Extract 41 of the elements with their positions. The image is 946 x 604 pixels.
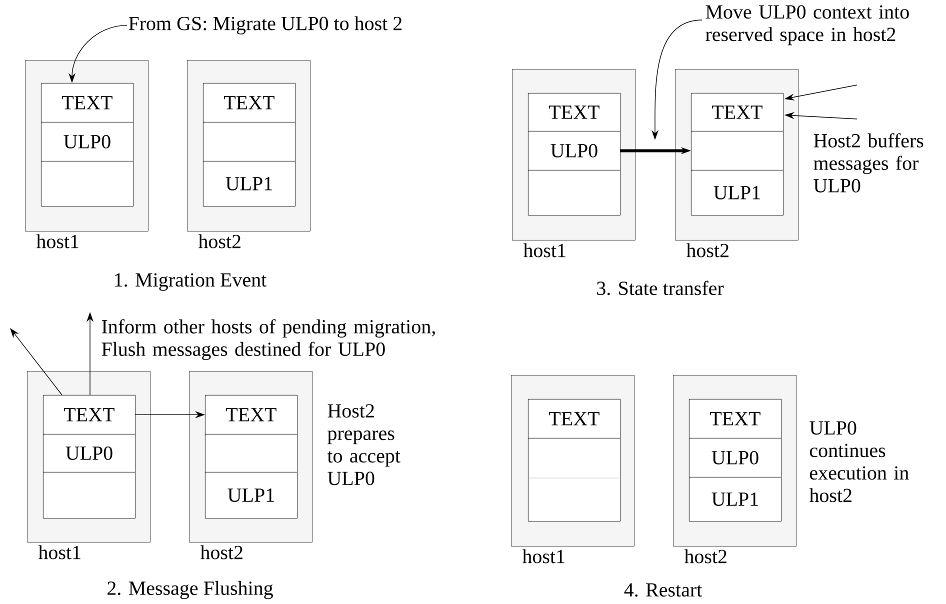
memory-cell	[528, 170, 620, 216]
host-label: host1	[38, 545, 80, 560]
host-label: host1	[522, 549, 564, 564]
memory-cell: TEXT	[528, 93, 620, 132]
host-label: host2	[198, 234, 240, 248]
memory-cell: ULP1	[205, 472, 298, 518]
memory-cell	[43, 472, 136, 518]
host-label: host1	[36, 234, 78, 248]
memory-cell	[205, 434, 298, 472]
memory-cell: TEXT	[203, 83, 296, 122]
memory-cell: ULP0	[528, 131, 620, 170]
host-label: host2	[200, 545, 242, 560]
memory-cell: ULP0	[689, 438, 782, 478]
note-text: Host2 prepares to accept ULP0	[327, 404, 400, 486]
memory-cell: TEXT	[43, 395, 136, 434]
caption: 3. State transfer	[597, 280, 724, 296]
memory-cell: TEXT	[689, 399, 782, 438]
memory-cell	[203, 122, 296, 162]
memory-cell: ULP1	[689, 477, 782, 522]
caption: 1. Migration Event	[115, 273, 267, 291]
annotation-text: Move ULP0 context into reserved space in host2	[706, 5, 909, 46]
memory-cell: ULP1	[691, 170, 784, 216]
memory-cell	[41, 161, 134, 206]
arrow	[10, 328, 62, 396]
memory-cell: TEXT	[528, 399, 620, 438]
caption: 2. Message Flushing	[108, 580, 273, 600]
memory-cell: ULP0	[41, 122, 134, 162]
host-label: host1	[523, 243, 566, 258]
memory-cell	[691, 131, 784, 170]
memory-cell: TEXT	[205, 395, 298, 434]
note-text: ULP0 continues execution in host2	[809, 421, 909, 502]
memory-cell: TEXT	[691, 93, 784, 132]
annotation-text: From GS: Migrate ULP0 to host 2	[128, 16, 402, 34]
annotation-text: Inform other hosts of pending migration, Flush messages destined for ULP0	[102, 319, 435, 360]
host-label: host2	[684, 549, 726, 564]
memory-cell: TEXT	[41, 83, 134, 122]
memory-cell: ULP1	[203, 161, 296, 206]
note-text: Host2 buffers messages for ULP0	[814, 133, 924, 192]
memory-cell: ULP0	[43, 434, 136, 472]
host-label: host2	[686, 243, 728, 258]
caption: 4. Restart	[624, 583, 702, 597]
